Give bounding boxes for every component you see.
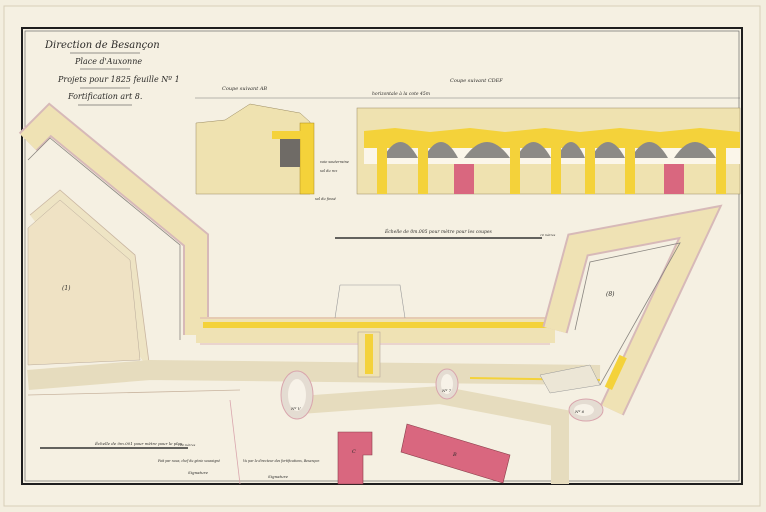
tower-7: Nº 7 xyxy=(435,368,459,400)
title-project: Projets pour 1825 feuille Nº 1 xyxy=(57,75,180,84)
scale-end-label: 100 mètres xyxy=(178,443,196,447)
pink-block xyxy=(664,164,684,194)
building-b xyxy=(400,423,511,484)
frame-border xyxy=(21,27,743,485)
plan-scale-label: Échelle de 0m.001 pour mètre pour le pla… xyxy=(94,441,183,446)
pier xyxy=(510,148,520,194)
arch xyxy=(631,142,668,158)
notes: Fait par nous, chef du génie soussigné S… xyxy=(157,459,319,479)
pier xyxy=(716,148,726,194)
plan-scale-bar: Échelle de 0m.001 pour mètre pour le pla… xyxy=(40,441,196,449)
frame-inner-border xyxy=(24,30,740,482)
arch xyxy=(424,142,458,158)
annotation: sol du rez xyxy=(320,169,337,173)
building-b-label: B xyxy=(452,452,457,458)
title-article: Fortification art 8. xyxy=(67,92,142,101)
section-ab: Coupe suivant AB voie souterraine sol du… xyxy=(195,86,740,201)
tower-5: Nº V xyxy=(280,370,314,420)
bastion-left-label: (1) xyxy=(62,285,71,292)
arch xyxy=(591,142,625,158)
scale-end-label: 10 mètres xyxy=(540,233,556,237)
section-cdef-label: Coupe suivant CDEF xyxy=(450,78,503,84)
left-note: Fait par nous, chef du génie soussigné xyxy=(157,459,220,463)
pier xyxy=(377,148,387,194)
annotation: voie souterraine xyxy=(320,160,349,164)
horizontal-label: horizontale à la cote 45m xyxy=(372,90,430,97)
title-place: Place d'Auxonne xyxy=(74,57,142,66)
building-c xyxy=(337,431,373,485)
pier xyxy=(551,148,561,194)
title-direction: Direction de Besançon xyxy=(44,40,160,51)
sections-scale-bar: Échelle de 0m.005 pour mètre pour les co… xyxy=(335,227,556,239)
left-signature: Signature xyxy=(188,470,209,475)
annotation: sol du fossé xyxy=(315,197,336,201)
arch xyxy=(674,142,716,158)
arch xyxy=(516,142,551,158)
section-arches xyxy=(377,142,726,194)
bastion-right-label: (8) xyxy=(606,291,615,298)
sections-scale-label: Échelle de 0m.005 pour mètre pour les co… xyxy=(384,227,493,235)
section-ab-label: Coupe suivant AB xyxy=(222,86,267,92)
right-signature: Signature xyxy=(268,474,289,479)
arch xyxy=(464,142,510,158)
tower-label: Nº 6 xyxy=(574,409,585,414)
right-note: Vu par le directeur des fortifications, … xyxy=(243,459,319,463)
building-c-label: C xyxy=(352,449,356,455)
arch xyxy=(383,142,418,158)
pier xyxy=(625,148,635,194)
arch xyxy=(557,142,585,158)
tower-6: Nº 6 xyxy=(568,398,604,422)
title-block: Direction de Besançon Place d'Auxonne Pr… xyxy=(44,40,180,106)
pink-block xyxy=(454,164,474,194)
pier xyxy=(418,148,428,194)
tower-label: Nº V xyxy=(290,406,302,411)
tower-label: Nº 7 xyxy=(441,388,452,393)
pier xyxy=(585,148,595,194)
